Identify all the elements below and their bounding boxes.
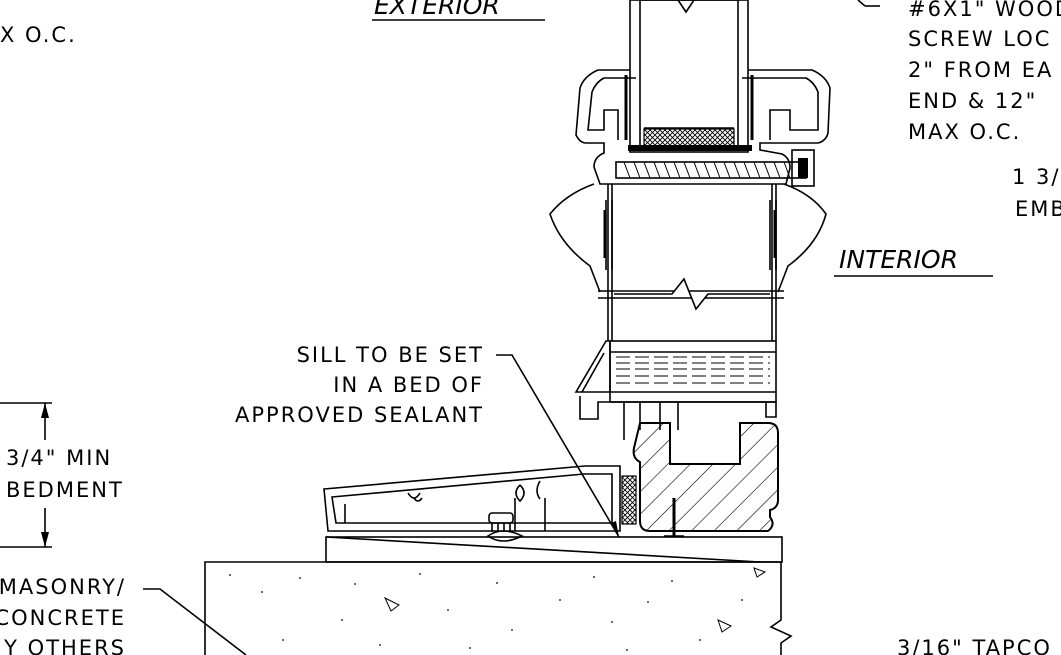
embedment-left-line-1: 3/4" MIN (6, 446, 112, 470)
masonry-note-line-3: Y OTHERS (3, 636, 126, 655)
screw-note-line-5: MAX O.C. (908, 120, 1021, 144)
embedment-right-line-2: EMB (1015, 197, 1061, 221)
sill-note-line-1: SILL TO BE SET (297, 343, 484, 367)
screw-note-line-1: #6X1" WOOD (908, 0, 1061, 21)
screw-note-line-4: END & 12" (908, 89, 1037, 113)
shim-note: 3/16" TAPCO (897, 636, 1052, 655)
embedment-right-line-1: 1 3/ (1012, 165, 1060, 189)
embedment-left-line-2: BEDMENT (6, 478, 124, 502)
masonry-note-line-2: CONCRETE (0, 606, 126, 630)
svg-text:INTERIOR: INTERIOR (839, 245, 958, 274)
upper-frame-extrusion (549, 69, 831, 293)
sill-note-line-2: IN A BED OF (333, 373, 484, 397)
upper-panel (624, 0, 754, 153)
concrete-substrate (204, 561, 793, 655)
masonry-note-line-1: MASONRY/ (0, 575, 126, 599)
sill-sealant-note: SILL TO BE SET IN A BED OF APPROVED SEAL… (235, 343, 620, 538)
embedment-note-right: 1 3/ EMB (1012, 165, 1061, 221)
lower-frame-member (574, 340, 777, 440)
glass-infill (598, 184, 784, 341)
wood-buck (621, 422, 779, 537)
max-oc-note-left: X O.C. (0, 23, 77, 47)
screw-note: #6X1" WOOD SCREW LOC 2" FROM EA END & 12… (857, 0, 1061, 144)
weep-clip (486, 512, 524, 542)
shim-plate (325, 536, 783, 563)
sloped-sill-extrusion (323, 465, 621, 532)
svg-text:EXTERIOR: EXTERIOR (374, 0, 500, 20)
exterior-header: EXTERIOR (372, 0, 545, 21)
screw-note-line-2: SCREW LOC (908, 27, 1051, 51)
screw-note-line-3: 2" FROM EA (908, 58, 1053, 82)
interior-header: INTERIOR (834, 245, 993, 277)
sill-note-line-3: APPROVED SEALANT (235, 403, 484, 427)
wood-screw (615, 149, 815, 187)
embedment-dimension-left: 3/4" MIN BEDMENT (0, 402, 124, 548)
masonry-note: MASONRY/ CONCRETE Y OTHERS (0, 575, 247, 655)
